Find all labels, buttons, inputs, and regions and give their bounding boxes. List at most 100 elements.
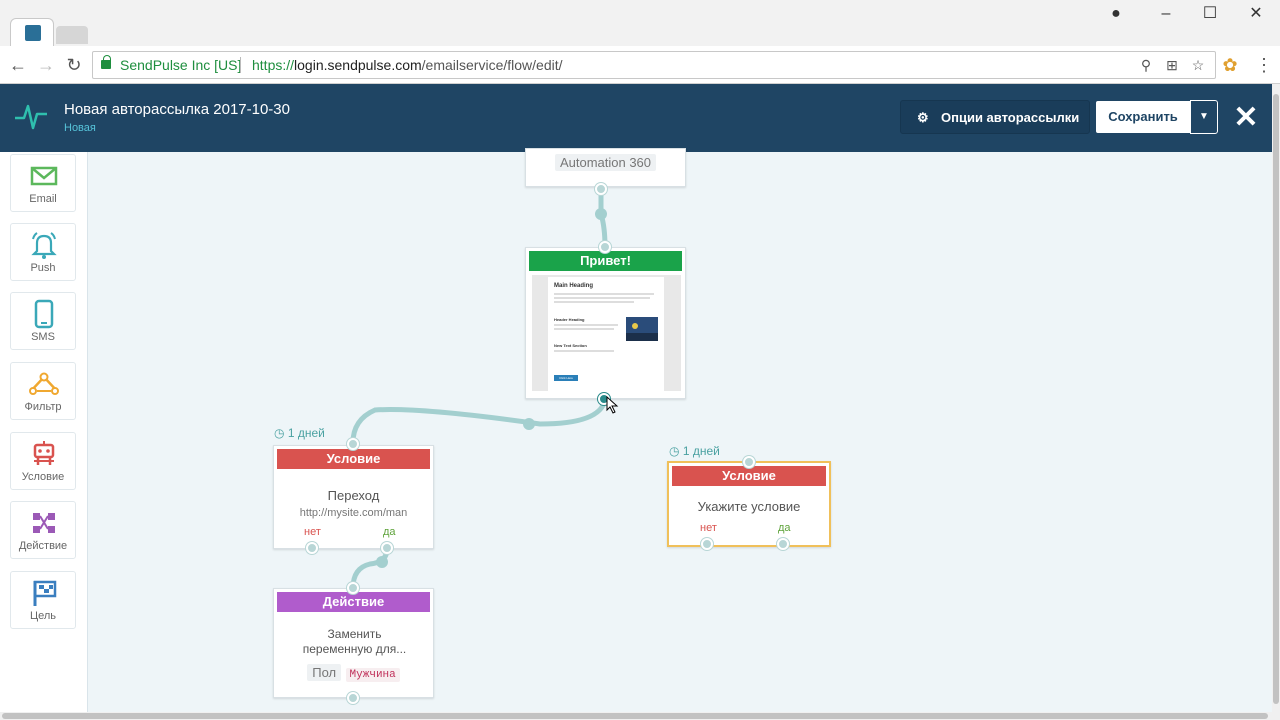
flow-status: Новая	[64, 122, 96, 134]
back-icon[interactable]: ←	[9, 55, 27, 75]
condition2-title: Условие	[672, 466, 826, 486]
action-field: Пол	[307, 664, 342, 681]
tool-action[interactable]: Действие	[10, 501, 76, 559]
minimize-icon[interactable]: –	[1161, 5, 1171, 22]
condition2-timer[interactable]: ◷ 1 дней	[669, 444, 720, 458]
action-icon	[33, 513, 55, 533]
url-text[interactable]: https://login.sendpulse.com/emailservice…	[252, 57, 563, 73]
condition2-node[interactable]: Условие Укажите условие нет да	[667, 461, 831, 547]
action-output-port[interactable]	[347, 692, 359, 704]
forward-icon[interactable]: →	[37, 55, 55, 75]
tool-push[interactable]: Push	[10, 223, 76, 281]
address-bar-row: ← → ↻ SendPulse Inc [US] https://login.s…	[0, 46, 1280, 84]
close-editor-icon[interactable]: ✕	[1233, 101, 1259, 134]
start-output-port[interactable]	[595, 183, 607, 195]
preview-text-line	[554, 328, 614, 330]
robot-icon	[33, 441, 55, 465]
preview-text-line	[554, 324, 618, 326]
mouse-cursor-icon	[606, 396, 619, 414]
tool-filter[interactable]: Фильтр	[10, 362, 76, 420]
condition2-yes-port[interactable]	[777, 538, 789, 550]
reload-icon[interactable]: ↻	[66, 55, 82, 75]
url-path: /emailservice/flow/edit/	[421, 57, 563, 73]
action-assignment: Пол Мужчина	[274, 664, 433, 682]
url-host: login.sendpulse.com	[294, 57, 422, 73]
condition1-value: http://mysite.com/man	[299, 507, 408, 519]
connection-condition-action	[350, 548, 390, 589]
translate-icon[interactable]: ⊞	[1166, 57, 1178, 73]
account-icon[interactable]: ●	[1111, 5, 1121, 22]
gear-icon: ⚙	[917, 110, 929, 125]
action-value: Мужчина	[345, 668, 400, 682]
scrollbar-thumb[interactable]	[2, 713, 1268, 719]
tool-label: SMS	[31, 331, 55, 343]
condition1-input-port[interactable]	[347, 438, 359, 450]
scrollbar-thumb[interactable]	[1273, 94, 1279, 704]
extension-icon[interactable]: ✿	[1222, 55, 1238, 75]
omnibox[interactable]: SendPulse Inc [US] https://login.sendpul…	[92, 51, 1216, 79]
tool-label: Условие	[21, 471, 65, 483]
horizontal-scrollbar[interactable]	[0, 712, 1272, 720]
condition1-no-label: нет	[304, 526, 321, 538]
save-button[interactable]: Сохранить	[1095, 100, 1191, 134]
condition2-input-port[interactable]	[743, 456, 755, 468]
condition1-timer[interactable]: ◷ 1 дней	[274, 426, 325, 440]
vertical-scrollbar[interactable]	[1272, 84, 1280, 720]
flow-options-button[interactable]: ⚙ Опции авторассылки	[900, 100, 1090, 134]
flow-title[interactable]: Новая авторассылка 2017-10-30	[64, 101, 290, 118]
condition2-label: Укажите условие	[697, 499, 801, 514]
connection-midpoint	[523, 418, 535, 430]
lock-icon	[101, 55, 111, 69]
zoom-icon[interactable]: ⚲	[1140, 57, 1152, 73]
flag-icon	[33, 580, 57, 606]
condition1-timer-text: 1 дней	[287, 426, 325, 440]
email-node[interactable]: Привет! Main Heading Header Heading New …	[525, 247, 686, 399]
action-node[interactable]: Действие Заменить переменную для... Пол …	[273, 588, 434, 698]
phone-icon	[34, 299, 54, 329]
save-dropdown-toggle[interactable]: ▼	[1190, 100, 1218, 134]
email-input-port[interactable]	[599, 241, 611, 253]
tool-label: Push	[30, 262, 56, 274]
condition2-no-port[interactable]	[701, 538, 713, 550]
connection-midpoint	[595, 208, 607, 220]
tool-sms[interactable]: SMS	[10, 292, 76, 350]
omnibox-divider	[240, 57, 241, 73]
start-label: Automation 360	[554, 154, 657, 171]
action-input-port[interactable]	[347, 582, 359, 594]
tool-label: Фильтр	[24, 401, 62, 413]
bookmark-star-icon[interactable]: ☆	[1191, 57, 1205, 73]
tool-label: Цель	[29, 610, 57, 622]
preview-text-line	[554, 297, 650, 299]
condition1-title: Условие	[277, 449, 430, 469]
action-title: Действие	[277, 592, 430, 612]
condition1-label: Переход	[327, 488, 380, 503]
browser-tab[interactable]	[10, 18, 54, 46]
envelope-icon	[30, 166, 58, 186]
connection-midpoint	[376, 556, 388, 568]
preview-image	[626, 317, 658, 341]
menu-icon[interactable]: ⋮	[1255, 55, 1273, 75]
preview-heading: Main Heading	[554, 283, 594, 289]
connection-email-condition	[350, 399, 608, 446]
bell-icon	[31, 232, 57, 259]
app-header: Новая авторассылка 2017-10-30 Новая ⚙ Оп…	[0, 84, 1272, 152]
close-window-icon[interactable]: ✕	[1249, 5, 1263, 22]
condition2-yes-label: да	[778, 522, 791, 534]
ev-certificate-label: SendPulse Inc [US]	[120, 57, 242, 73]
start-node[interactable]: Automation 360	[525, 148, 686, 187]
flow-canvas[interactable]: Email Push SMS Фильтр Условие Действие Ц…	[0, 148, 1272, 712]
tool-goal[interactable]: Цель	[10, 571, 76, 629]
maximize-icon[interactable]: ☐	[1202, 5, 1218, 22]
condition1-node[interactable]: Условие Переход http://mysite.com/man не…	[273, 445, 434, 549]
condition1-no-port[interactable]	[306, 542, 318, 554]
tool-condition[interactable]: Условие	[10, 432, 76, 490]
tool-email[interactable]: Email	[10, 154, 76, 212]
condition1-yes-label: да	[383, 526, 396, 538]
new-tab-button[interactable]	[56, 26, 88, 44]
filter-icon	[29, 372, 59, 395]
toolbox-sidebar: Email Push SMS Фильтр Условие Действие Ц…	[0, 152, 88, 712]
preview-button: Click Here	[554, 375, 578, 381]
condition1-yes-port[interactable]	[381, 542, 393, 554]
preview-text-line	[554, 293, 654, 295]
tool-label: Email	[29, 193, 57, 205]
